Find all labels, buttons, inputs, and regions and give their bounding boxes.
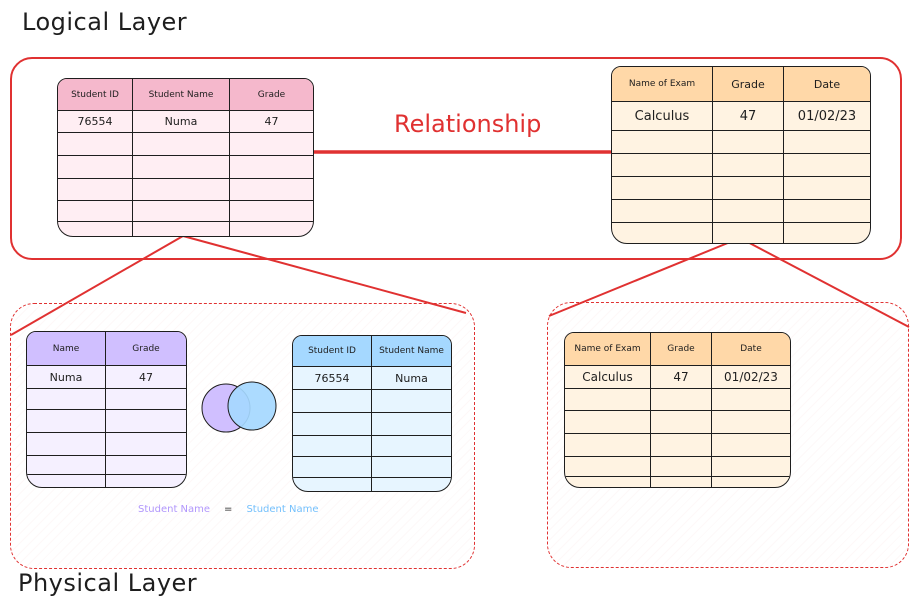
column-header: Student ID xyxy=(293,336,372,366)
table-row: Calculus 47 01/02/23 xyxy=(612,102,870,131)
table-row: Numa 47 xyxy=(27,366,186,389)
table-cell: 76554 xyxy=(293,367,372,389)
table-row xyxy=(293,413,451,436)
table-row xyxy=(58,201,313,222)
join-caption: Student Name = Student Name xyxy=(138,504,318,515)
table-row xyxy=(58,133,313,156)
column-header: Student Name xyxy=(379,346,444,356)
physical-layer-title: Physical Layer xyxy=(18,569,198,597)
physical-name-grade-table: Name Grade Numa 47 xyxy=(26,331,187,488)
column-header: Date xyxy=(813,77,841,91)
column-header: Grade xyxy=(713,67,784,101)
column-header: Student Name xyxy=(133,79,230,110)
table-row xyxy=(565,389,790,411)
column-header: Date xyxy=(740,344,762,354)
relationship-label: Relationship xyxy=(394,110,542,138)
table-row: 76554 Numa xyxy=(293,367,451,390)
table-row xyxy=(58,156,313,179)
table-row xyxy=(612,131,870,154)
table-cell: 47 xyxy=(651,366,712,388)
exam-to-physical-left-line xyxy=(548,237,741,317)
exam-to-physical-right-line xyxy=(739,237,910,328)
table-row xyxy=(612,154,870,177)
join-left-field: Student Name xyxy=(138,504,211,515)
physical-exam-table: Name of Exam Grade Date Calculus 47 01/0… xyxy=(564,332,791,488)
table-cell: 01/02/23 xyxy=(797,108,857,124)
logical-layer-frame xyxy=(10,57,902,260)
logical-layer-title: Logical Layer xyxy=(22,8,188,36)
table-row xyxy=(58,179,313,201)
column-header: Grade xyxy=(132,343,160,354)
table-row xyxy=(612,223,870,243)
venn-circle-right xyxy=(227,381,277,431)
table-row xyxy=(293,478,451,491)
table-row xyxy=(565,411,790,434)
table-cell: 47 xyxy=(139,370,153,384)
table-row xyxy=(293,390,451,413)
column-header: Name of Exam xyxy=(565,333,651,365)
table-row xyxy=(565,477,790,487)
table-row xyxy=(565,457,790,477)
table-cell: 47 xyxy=(713,102,784,130)
table-row xyxy=(27,389,186,410)
column-header: Grade xyxy=(651,333,712,365)
table-cell: 47 xyxy=(264,115,279,128)
table-cell: 76554 xyxy=(58,111,133,132)
table-row: 76554 Numa 47 xyxy=(58,111,313,133)
table-cell: Calculus xyxy=(612,102,713,130)
table-row xyxy=(612,200,870,223)
table-row xyxy=(293,457,451,478)
table-row xyxy=(27,475,186,487)
table-row xyxy=(58,222,313,236)
column-header: Student ID xyxy=(58,79,133,110)
join-operator: = xyxy=(224,504,233,515)
table-cell: Numa xyxy=(395,371,428,385)
student-to-physical-right-line xyxy=(182,235,467,314)
student-to-physical-left-line xyxy=(10,235,184,336)
table-cell: Calculus xyxy=(565,366,651,388)
column-header: Name xyxy=(27,332,106,365)
table-row xyxy=(612,177,870,200)
table-row xyxy=(293,436,451,457)
column-header: Grade xyxy=(257,89,286,100)
table-cell: 01/02/23 xyxy=(724,370,778,384)
column-header: Name of Exam xyxy=(612,67,713,101)
logical-exam-table: Name of Exam Grade Date Calculus 47 01/0… xyxy=(611,66,871,244)
table-row xyxy=(27,410,186,433)
table-cell: Numa xyxy=(27,366,106,388)
physical-id-name-table: Student ID Student Name 76554 Numa xyxy=(292,335,452,492)
table-row xyxy=(27,433,186,456)
join-right-field: Student Name xyxy=(246,504,319,515)
logical-student-table: Student ID Student Name Grade 76554 Numa… xyxy=(57,78,314,237)
table-row xyxy=(565,434,790,457)
table-row xyxy=(27,456,186,475)
table-cell: Numa xyxy=(133,111,230,132)
table-row: Calculus 47 01/02/23 xyxy=(565,366,790,389)
